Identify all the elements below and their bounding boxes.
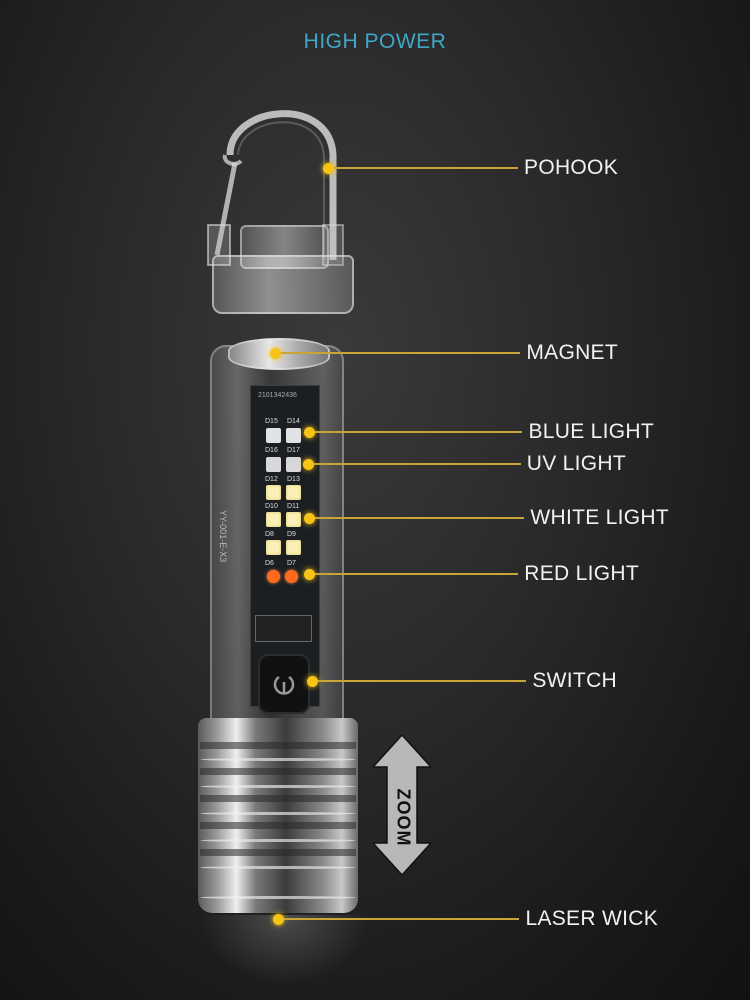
power-switch-button[interactable] <box>258 654 310 714</box>
led-label: D7 <box>287 560 296 567</box>
page-title: HIGH POWER <box>303 30 447 53</box>
pcb-serial: 2101342436 <box>258 392 297 399</box>
head-groove <box>200 785 356 788</box>
pcb-chip <box>255 615 312 642</box>
callout-line <box>315 573 519 575</box>
head-groove <box>200 866 356 869</box>
callout-label: MAGNET <box>526 341 618 364</box>
callout-label: RED LIGHT <box>524 562 639 585</box>
callout-dot-icon <box>304 426 315 438</box>
head-groove <box>200 758 356 761</box>
callout-dot-icon <box>303 458 314 470</box>
red-led <box>285 570 298 583</box>
head-groove <box>200 839 356 842</box>
callout-dot-icon <box>270 347 281 359</box>
led-label: D8 <box>265 531 274 538</box>
led-label: D16 <box>265 447 278 454</box>
head-groove <box>200 822 356 829</box>
callout-line <box>284 918 520 920</box>
led-label: D9 <box>287 531 296 538</box>
callout-label: UV LIGHT <box>526 452 626 475</box>
head-groove <box>200 849 356 856</box>
blue-led <box>286 428 301 443</box>
callout-label: SWITCH <box>532 669 617 692</box>
callout-dot-icon <box>307 675 318 687</box>
power-icon <box>273 675 295 695</box>
head-groove <box>200 768 356 775</box>
led-label: D10 <box>265 503 278 510</box>
callout-dot-icon <box>304 512 315 524</box>
zoom-double-arrow-icon <box>373 735 431 875</box>
callout-blue-light: BLUE LIGHT <box>304 420 654 444</box>
callout-line <box>315 431 523 433</box>
head-groove <box>200 896 356 899</box>
uv-led <box>286 457 301 472</box>
callout-dot-icon <box>304 568 315 580</box>
hook-cap <box>212 255 354 314</box>
white-led <box>266 485 281 500</box>
callout-uv-light: UV LIGHT <box>303 452 626 476</box>
callout-label: LASER WICK <box>525 907 658 930</box>
callout-line <box>318 680 527 682</box>
callout-magnet: MAGNET <box>270 341 618 365</box>
callout-pohook: POHOOK <box>323 156 618 180</box>
callout-label: WHITE LIGHT <box>530 506 669 529</box>
red-led <box>267 570 280 583</box>
head-groove <box>200 742 356 749</box>
led-label: D11 <box>287 503 300 510</box>
head-groove <box>200 795 356 802</box>
white-led <box>286 512 301 527</box>
uv-led <box>266 457 281 472</box>
blue-led <box>266 428 281 443</box>
table-reflection <box>200 915 370 985</box>
head-groove <box>200 812 356 815</box>
white-led <box>266 512 281 527</box>
callout-white-light: WHITE LIGHT <box>304 506 669 530</box>
zoom-arrow-label: ZOOM <box>393 788 414 847</box>
zoom-head <box>198 718 358 913</box>
callout-dot-icon <box>273 913 284 925</box>
pcb-board <box>250 385 320 707</box>
led-label: D6 <box>265 560 274 567</box>
led-label: D15 <box>265 418 278 425</box>
callout-line <box>281 352 521 354</box>
callout-dot-icon <box>323 162 334 174</box>
hook-cap-inner <box>240 225 329 269</box>
white-led <box>286 485 301 500</box>
callout-red-light: RED LIGHT <box>304 562 639 586</box>
pcb-model-text: YY-001-E-X3 <box>218 510 228 563</box>
callout-line <box>314 463 521 465</box>
callout-label: POHOOK <box>524 156 618 179</box>
callout-line <box>334 167 519 169</box>
callout-switch: SWITCH <box>307 669 617 693</box>
white-led <box>266 540 281 555</box>
callout-label: BLUE LIGHT <box>528 420 654 443</box>
white-led <box>286 540 301 555</box>
led-label: D14 <box>287 418 300 425</box>
callout-line <box>315 517 525 519</box>
callout-laser-wick: LASER WICK <box>273 907 658 931</box>
led-label: D12 <box>265 476 278 483</box>
led-label: D17 <box>287 447 300 454</box>
led-label: D13 <box>287 476 300 483</box>
